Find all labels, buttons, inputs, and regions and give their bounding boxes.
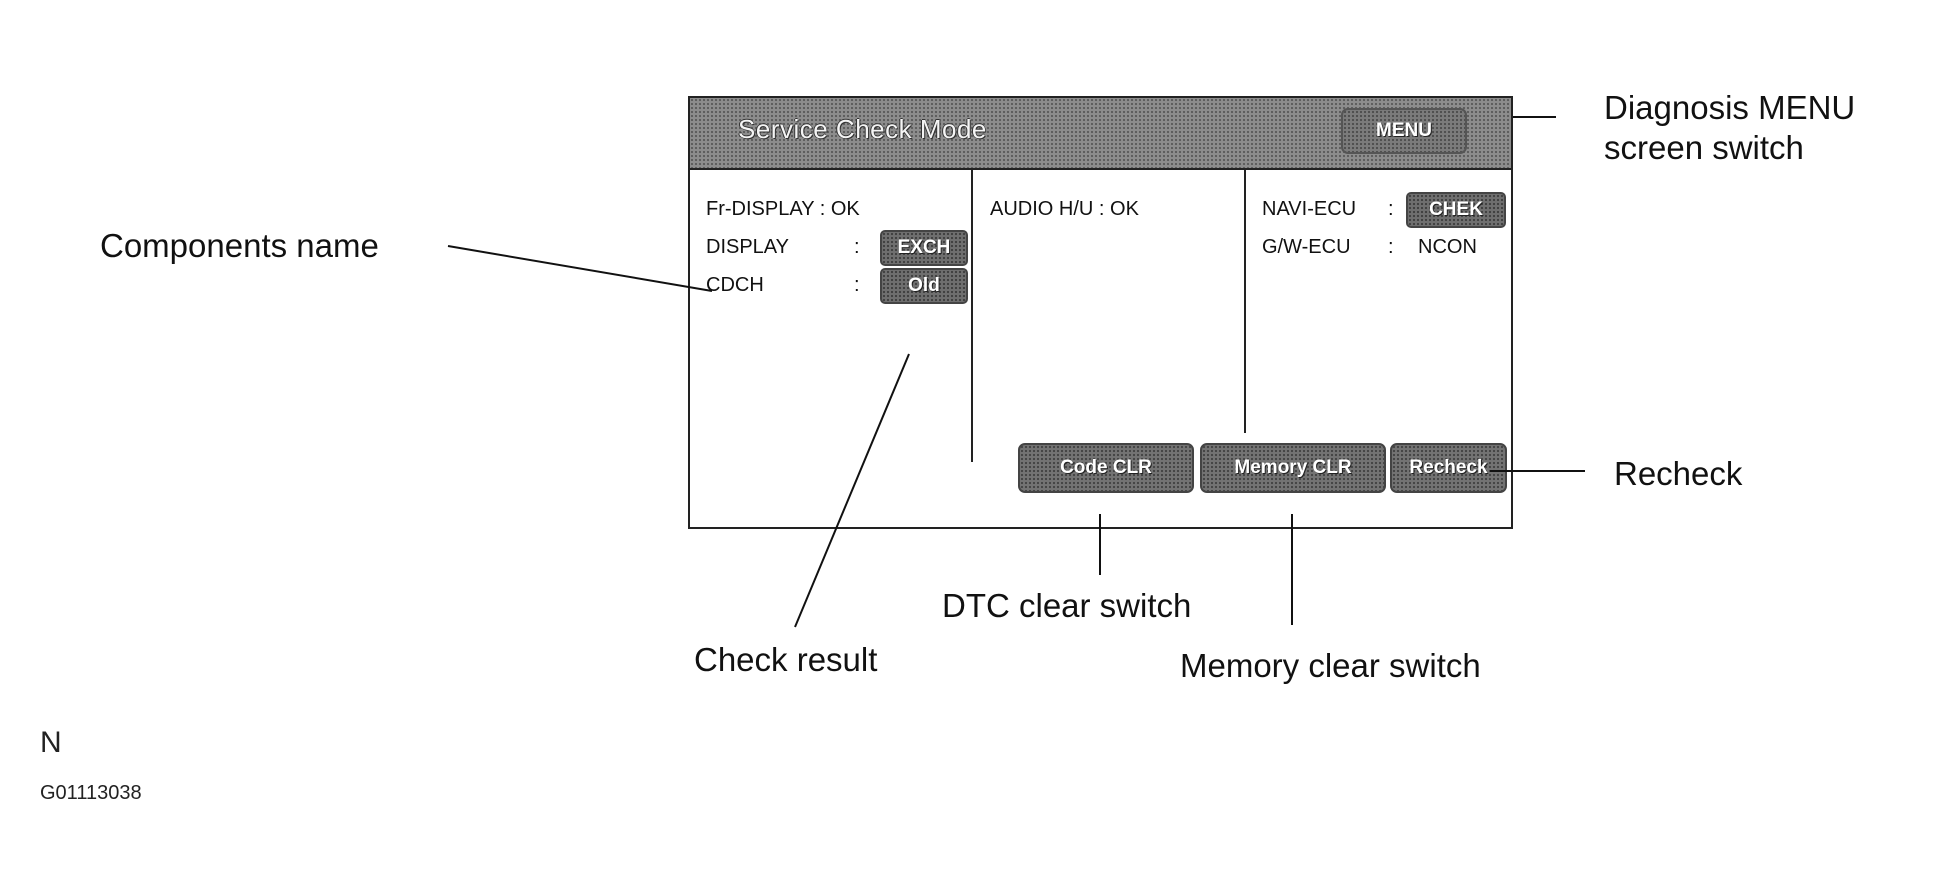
callout-diagnosis-menu: Diagnosis MENU screen switch (1604, 89, 1856, 166)
status-chip-old[interactable]: Old (880, 268, 968, 304)
component-name: AUDIO H/U (990, 198, 1094, 220)
component-status: OK (1110, 198, 1139, 220)
component-name-cdch: CDCH (706, 274, 764, 296)
screen-title-bar: Service Check Mode MENU (690, 98, 1511, 170)
callout-recheck: Recheck (1614, 455, 1743, 492)
component-name: Fr-DISPLAY (706, 198, 815, 220)
service-check-screen: Service Check Mode MENU Fr-DISPLAY : OK … (688, 96, 1513, 529)
callout-memory-clear: Memory clear switch (1180, 647, 1481, 684)
component-status: OK (830, 198, 860, 220)
code-clr-button[interactable]: Code CLR (1018, 443, 1194, 493)
screen-title: Service Check Mode (738, 114, 987, 144)
figure-letter: N (40, 726, 62, 759)
status-chip-exch[interactable]: EXCH (880, 230, 968, 266)
status-chip-chek[interactable]: CHEK (1406, 192, 1506, 228)
column-divider-right (1244, 170, 1246, 433)
component-separator: : (819, 198, 826, 220)
component-separator: : (1098, 198, 1105, 220)
callout-dtc-clear: DTC clear switch (942, 587, 1192, 624)
leader-components-name (447, 245, 713, 292)
callout-components-name: Components name (100, 227, 379, 264)
figure-code: G01113038 (40, 782, 142, 804)
component-name-navi-ecu: NAVI-ECU (1262, 198, 1357, 220)
component-separator: : (1388, 236, 1394, 258)
memory-clr-button[interactable]: Memory CLR (1200, 443, 1386, 493)
component-separator: : (854, 274, 860, 296)
callout-check-result: Check result (694, 641, 878, 678)
recheck-button[interactable]: Recheck (1390, 443, 1507, 493)
component-name-display: DISPLAY (706, 236, 789, 258)
component-separator: : (1388, 198, 1394, 220)
component-name-gw-ecu: G/W-ECU (1262, 236, 1351, 258)
component-row-fr-display: Fr-DISPLAY : OK (706, 198, 860, 221)
component-row-audio-hu: AUDIO H/U : OK (990, 198, 1139, 221)
component-status-ncon: NCON (1418, 236, 1477, 258)
menu-button[interactable]: MENU (1341, 108, 1467, 154)
component-separator: : (854, 236, 860, 258)
column-divider-left (971, 170, 973, 462)
